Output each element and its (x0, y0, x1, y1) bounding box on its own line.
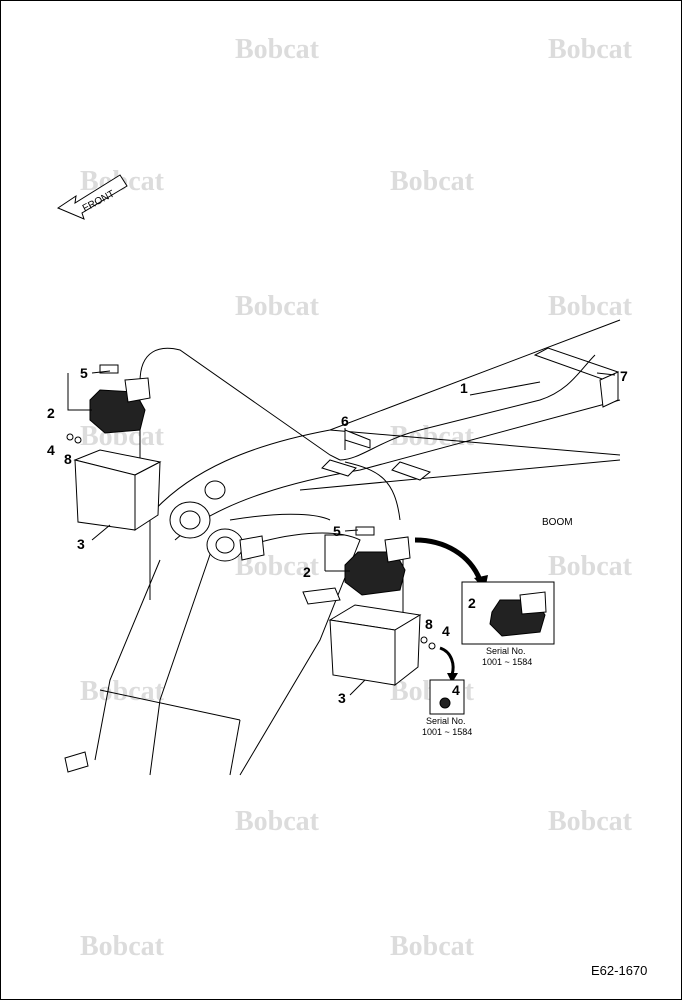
inset-callout-4: 4 (452, 682, 460, 698)
watermark: Bobcat (548, 291, 633, 322)
watermark-text: Bobcat (235, 291, 320, 322)
inset-arrow-head-icon (447, 673, 458, 683)
watermark-text: Bobcat (390, 931, 475, 962)
bolt-icon (439, 697, 451, 709)
watermark-text: Bobcat (80, 931, 165, 962)
lamp-box-upper (66, 433, 162, 531)
watermark-text: Bobcat (548, 34, 633, 65)
work-lamp-lower (302, 526, 411, 605)
bolt-icon (428, 642, 436, 650)
callout-5: 5 (333, 523, 341, 539)
boom-structure (64, 319, 621, 776)
inset-arrow-icon (439, 646, 455, 676)
callout-1: 1 (460, 380, 468, 396)
inset-arrow-icon (414, 537, 483, 582)
lamp-box-lower (328, 604, 436, 687)
bulb-icon (355, 526, 375, 536)
watermark-text: Bobcat (548, 291, 633, 322)
inset-serial-label: Serial No. (486, 646, 526, 656)
watermark: Bobcat (235, 291, 320, 322)
leader-lines (67, 370, 616, 696)
callout-8: 8 (425, 616, 433, 632)
watermark: Bobcat (80, 931, 165, 962)
watermark: Bobcat (235, 34, 320, 65)
document-id: E62-1670 (591, 963, 647, 978)
watermark-text: Bobcat (235, 34, 320, 65)
watermark-text: Bobcat (235, 806, 320, 837)
inset-serial-label: Serial No. (426, 716, 466, 726)
watermark: Bobcat (548, 34, 633, 65)
boom-label: BOOM (542, 517, 573, 528)
watermark: Bobcat (80, 676, 165, 707)
callout-4: 4 (442, 623, 450, 639)
inset-callout-2: 2 (468, 595, 476, 611)
callout-2: 2 (303, 564, 311, 580)
boom-brackets (321, 347, 620, 481)
inset-serial-range: 1001 ~ 1584 (422, 727, 472, 737)
washer-icon (420, 636, 428, 644)
bulb-icon (99, 364, 119, 374)
callout-3: 3 (77, 536, 85, 552)
washer-icon (74, 436, 82, 444)
watermark: Bobcat (235, 806, 320, 837)
callout-5: 5 (80, 365, 88, 381)
bolt-icon (66, 433, 74, 441)
watermark: Bobcat (548, 551, 633, 582)
watermark-text: Bobcat (80, 676, 165, 707)
watermark: Bobcat (548, 806, 633, 837)
inset-lamp-variant: 2 Serial No. 1001 ~ 1584 (461, 581, 555, 667)
callout-3: 3 (338, 690, 346, 706)
watermarks: Bobcat Bobcat Bobcat Bobcat Bobcat Bobca… (80, 34, 633, 962)
callout-2: 2 (47, 405, 55, 421)
watermark-text: Bobcat (548, 551, 633, 582)
callout-8: 8 (64, 451, 72, 467)
inset-serial-range: 1001 ~ 1584 (482, 657, 532, 667)
callout-6: 6 (341, 413, 349, 429)
callout-4: 4 (47, 442, 55, 458)
callout-7: 7 (620, 368, 628, 384)
callouts: 1 2 3 4 5 6 7 8 5 2 3 8 4 (47, 365, 628, 706)
watermark-text: Bobcat (390, 166, 475, 197)
watermark-text: Bobcat (548, 806, 633, 837)
watermark: Bobcat (390, 166, 475, 197)
watermark: Bobcat (390, 931, 475, 962)
inset-bolt-variant: 4 Serial No. 1001 ~ 1584 (422, 679, 472, 737)
work-lamp-upper (89, 364, 151, 434)
